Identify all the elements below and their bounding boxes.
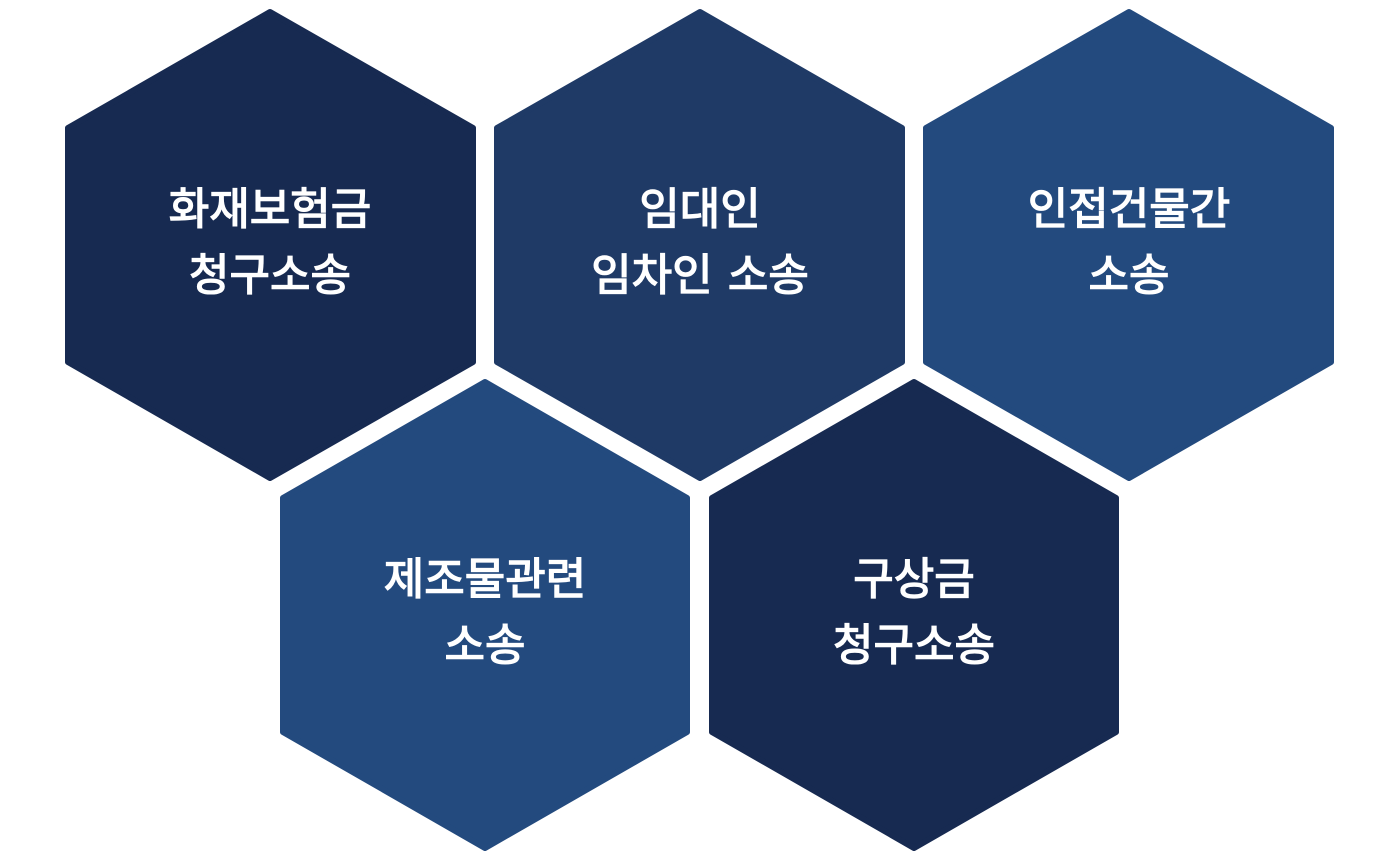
hexagon-shape [709, 379, 1119, 851]
hexagon-label-line2: 청구소송 [833, 620, 995, 671]
hexagon-shape [280, 379, 690, 851]
hexagon-shape [494, 9, 905, 481]
hexagon-landlord-tenant-lawsuit[interactable]: 임대인 임차인 소송 [494, 9, 905, 481]
hexagon-indemnity-claim-lawsuit[interactable]: 구상금 청구소송 [709, 379, 1119, 851]
hexagon-label-line1: 인접건물간 [1028, 184, 1230, 235]
hexagon-label-line2: 소송 [1089, 250, 1170, 301]
hexagon-label-line2: 소송 [445, 620, 526, 671]
hexagon-shape [923, 9, 1334, 481]
hexagon-fire-insurance-lawsuit[interactable]: 화재보험금 청구소송 [65, 9, 476, 481]
hexagon-label-line1: 구상금 [853, 554, 974, 605]
hexagon-label-line1: 제조물관련 [384, 554, 586, 605]
hexagon-shape [65, 9, 476, 481]
hexagon-product-liability-lawsuit[interactable]: 제조물관련 소송 [280, 379, 690, 851]
hexagon-label-line1: 임대인 [639, 184, 760, 235]
hexagon-label-line2: 임차인 소송 [591, 250, 809, 301]
hexagon-label-line1: 화재보험금 [169, 184, 371, 235]
hexagon-label-line2: 청구소송 [189, 250, 351, 301]
hexagon-adjacent-building-lawsuit[interactable]: 인접건물간 소송 [923, 9, 1334, 481]
